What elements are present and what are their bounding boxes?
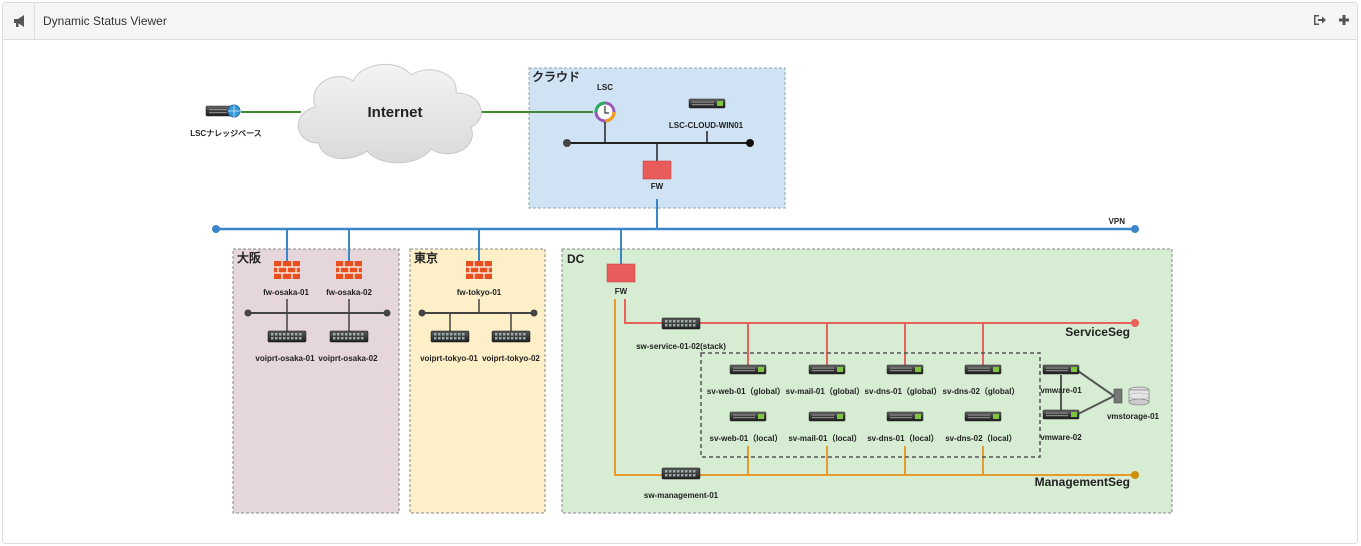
service-seg-label: ServiceSeg <box>1065 325 1130 339</box>
megaphone-icon <box>14 15 24 27</box>
cloud-firewall[interactable] <box>642 160 672 180</box>
dc-zone <box>561 248 1173 514</box>
osaka-bus-left-end <box>244 309 252 317</box>
vpn-right-end <box>1131 225 1139 233</box>
lsc-clock-icon[interactable] <box>594 101 616 123</box>
server-web-local[interactable] <box>729 411 767 422</box>
osaka-sw1-label: voiprt-osaka-01 <box>255 354 315 363</box>
server-group <box>700 352 1041 458</box>
cloud-zone <box>528 67 786 209</box>
osaka-sw2-label: voiprt-osaka-02 <box>318 354 378 363</box>
panel-title: Dynamic Status Viewer <box>43 14 167 28</box>
osaka-firewall-2[interactable] <box>335 260 363 280</box>
mgmt-seg-label: ManagementSeg <box>1035 475 1130 489</box>
sign-out-icon[interactable] <box>1313 13 1327 27</box>
internet-label: Internet <box>367 104 422 121</box>
vmware2-label: vmware-02 <box>1040 433 1082 442</box>
server-dns2-local[interactable] <box>964 411 1002 422</box>
osaka-fw1-label: fw-osaka-01 <box>263 288 309 297</box>
server-dns2-local-label: sv-dns-02（local） <box>945 433 1017 443</box>
tokyo-zone <box>409 248 546 514</box>
management-switch-label: sw-management-01 <box>644 491 719 500</box>
osaka-voip-router-2[interactable] <box>329 330 369 343</box>
dc-fw-label: FW <box>615 287 628 296</box>
osaka-voip-router-1[interactable] <box>267 330 307 343</box>
osaka-zone-label: 大阪 <box>237 250 262 265</box>
server-dns1-global-label: sv-dns-01（global） <box>865 386 942 396</box>
tokyo-bus-left-end <box>418 309 426 317</box>
vmware1-label: vmware-01 <box>1040 386 1082 395</box>
lsc-cloud-server-label: LSC-CLOUD-WIN01 <box>669 121 744 130</box>
tokyo-sw2-label: voiprt-tokyo-02 <box>482 354 540 363</box>
server-mail-global[interactable] <box>808 364 846 375</box>
server-mail-local-label: sv-mail-01（local） <box>788 433 861 443</box>
tokyo-zone-label: 東京 <box>414 250 438 265</box>
service-switch-label: sw-service-01-02(stack) <box>636 342 726 351</box>
tokyo-bus-right-end <box>530 309 538 317</box>
osaka-firewall-1[interactable] <box>273 260 301 280</box>
server-dns2-global-label: sv-dns-02（global） <box>943 386 1020 396</box>
server-web-global[interactable] <box>729 364 767 375</box>
tokyo-firewall-1[interactable] <box>465 260 493 280</box>
server-mail-global-label: sv-mail-01（global） <box>786 386 865 396</box>
tokyo-fw1-label: fw-tokyo-01 <box>457 288 502 297</box>
vpn-left-end <box>212 225 220 233</box>
service-switch[interactable] <box>661 317 701 330</box>
mgmt-seg-line <box>614 299 1135 476</box>
server-web-local-label: sv-web-01（local） <box>710 433 783 443</box>
cloud-zone-label: クラウド <box>532 70 580 84</box>
plus-icon[interactable] <box>1337 13 1351 27</box>
server-dns1-global[interactable] <box>886 364 924 375</box>
server-dns1-local[interactable] <box>886 411 924 422</box>
server-mail-local[interactable] <box>808 411 846 422</box>
internet-cloud: Internet <box>297 63 482 164</box>
osaka-bus-right-end <box>383 309 391 317</box>
lsc-cloud-server[interactable] <box>688 98 726 109</box>
cloud-bus-right-end <box>746 139 754 147</box>
vmware2-storage-link <box>1077 395 1115 415</box>
vmware-host-2[interactable] <box>1042 409 1080 420</box>
osaka-fw2-label: fw-osaka-02 <box>326 288 372 297</box>
tokyo-voip-router-2[interactable] <box>491 330 531 343</box>
management-switch[interactable] <box>661 467 701 480</box>
storage-icon[interactable] <box>1113 386 1150 406</box>
cloud-fw-label: FW <box>651 182 664 191</box>
panel-header: Dynamic Status Viewer <box>3 3 1357 40</box>
storage-label: vmstorage-01 <box>1107 412 1160 421</box>
cloud-bus-left-end <box>563 139 571 147</box>
service-seg-end <box>1131 319 1139 327</box>
network-diagram: クラウド 大阪 東京 DC Internet LSCナレッジベース LSC <box>190 63 1173 514</box>
server-dns1-local-label: sv-dns-01（local） <box>867 433 939 443</box>
mgmt-seg-end <box>1131 471 1139 479</box>
vmware-host-1[interactable] <box>1042 364 1080 375</box>
header-divider <box>34 3 35 39</box>
knowledge-base-label: LSCナレッジベース <box>190 129 262 138</box>
dc-zone-label: DC <box>567 252 585 266</box>
tokyo-voip-router-1[interactable] <box>430 330 470 343</box>
service-seg-line <box>624 299 1135 324</box>
vpn-label: VPN <box>1109 217 1126 226</box>
osaka-zone <box>232 248 400 514</box>
vmware1-storage-link <box>1077 370 1115 397</box>
server-dns2-global[interactable] <box>964 364 1002 375</box>
globe-lines <box>228 105 240 117</box>
lsc-label: LSC <box>597 83 613 92</box>
dc-firewall[interactable] <box>606 263 636 283</box>
tokyo-sw1-label: voiprt-tokyo-01 <box>420 354 478 363</box>
server-web-global-label: sv-web-01（global） <box>707 386 785 396</box>
